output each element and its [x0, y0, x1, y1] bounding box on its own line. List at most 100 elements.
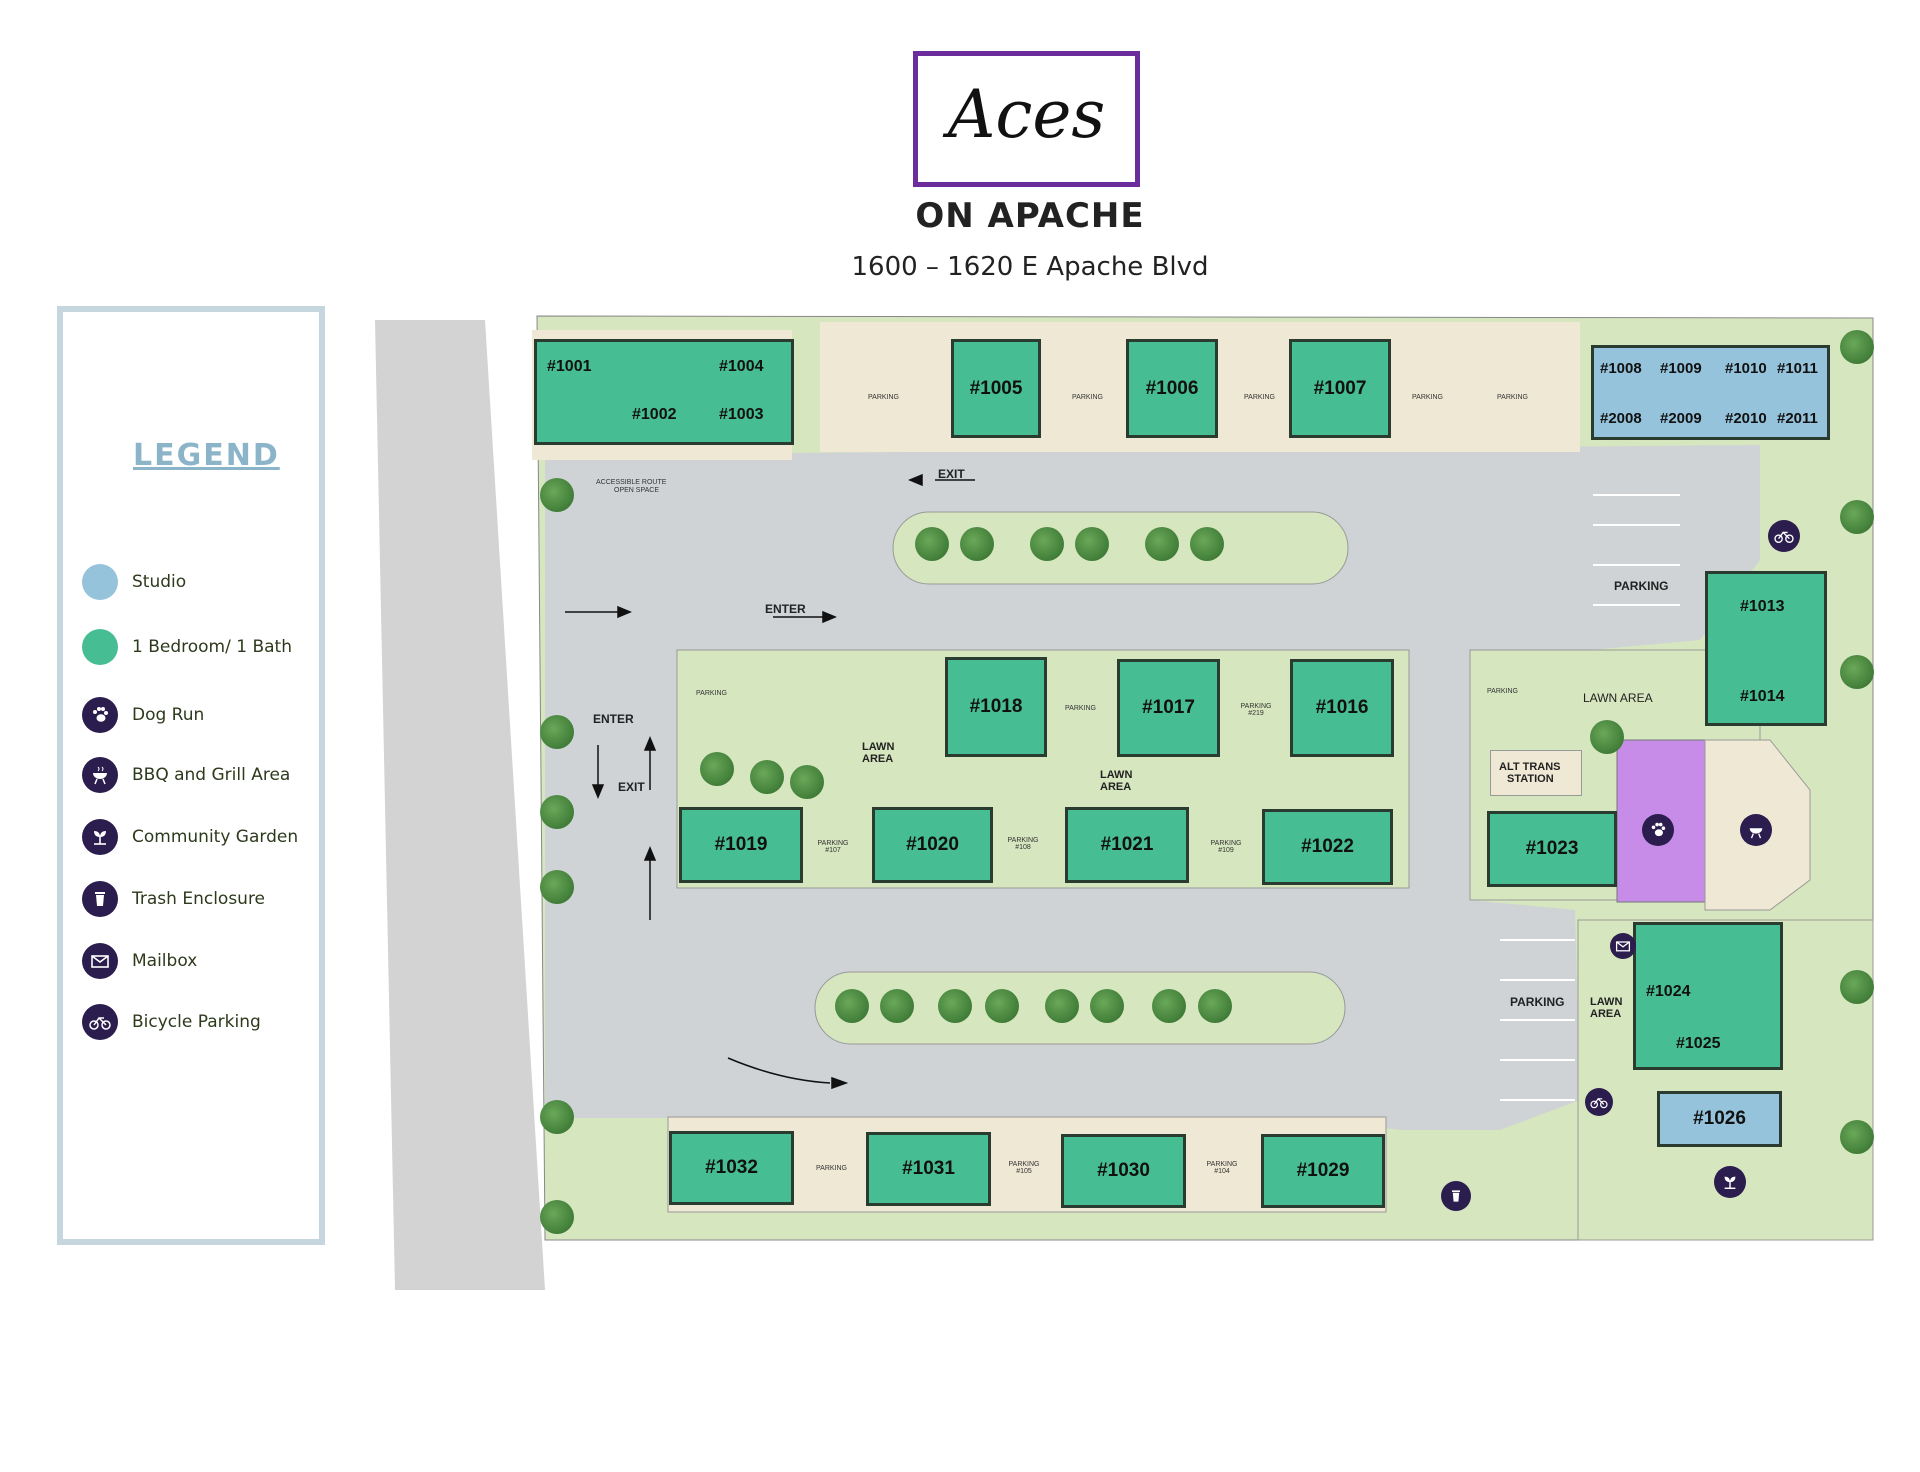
tree: [880, 989, 914, 1023]
tree: [540, 715, 574, 749]
lawn-label: LAWN: [1100, 769, 1133, 781]
tree: [790, 765, 824, 799]
unit-1030[interactable]: #1030: [1061, 1134, 1186, 1208]
unit-1002-label: #1002: [632, 406, 677, 423]
tree: [1590, 720, 1624, 754]
tree: [700, 752, 734, 786]
tree: [915, 527, 949, 561]
parking-108-label: PARKING #108: [1007, 837, 1039, 851]
tree: [1030, 527, 1064, 561]
logo: Aces: [913, 51, 1140, 187]
tree: [540, 478, 574, 512]
accessible-route-label-2: OPEN SPACE: [614, 487, 659, 494]
tree: [540, 795, 574, 829]
tree: [1190, 527, 1224, 561]
unit-1006-label: #1006: [1145, 377, 1199, 399]
unit-1017[interactable]: #1017: [1117, 659, 1220, 757]
street: [375, 320, 545, 1290]
unit-1013-label: #1013: [1740, 598, 1785, 615]
legend-item-garden: Community Garden: [82, 819, 298, 855]
tree: [1840, 500, 1874, 534]
unit-1016[interactable]: #1016: [1290, 659, 1394, 757]
unit-1019-label: #1019: [714, 834, 768, 855]
address: 1600 – 1620 E Apache Blvd: [851, 252, 1209, 282]
parking-label: PARKING: [1487, 688, 1518, 695]
exit-label: EXIT: [618, 780, 645, 794]
unit-1001-label: #1001: [547, 358, 592, 375]
parking-label: PARKING: [816, 1165, 847, 1172]
unit-1004-label: #1004: [719, 358, 764, 375]
building-1024-1025[interactable]: #1024 #1025: [1633, 922, 1783, 1070]
parking-label: PARKING: [1412, 394, 1443, 401]
unit-1006[interactable]: #1006: [1126, 339, 1218, 438]
unit-1005[interactable]: #1005: [951, 339, 1041, 438]
tree: [1145, 527, 1179, 561]
unit-1031[interactable]: #1031: [866, 1132, 991, 1206]
parking-label: PARKING: [1510, 995, 1565, 1009]
alt-trans-label-2: STATION: [1507, 773, 1554, 785]
unit-1030-label: #1030: [1097, 1160, 1150, 1181]
unit-1017-label: #1017: [1142, 697, 1195, 718]
legend-item-trash: Trash Enclosure: [82, 881, 265, 917]
legend-label: Studio: [132, 572, 187, 592]
lawn-area-label: LAWN AREA: [1583, 691, 1653, 705]
tree: [1840, 330, 1874, 364]
enter-label: ENTER: [593, 712, 634, 726]
tree: [1840, 1120, 1874, 1154]
parking-label: PARKING: [1072, 394, 1103, 401]
tree: [1090, 989, 1124, 1023]
parking-label: PARKING: [1614, 579, 1669, 593]
unit-1020[interactable]: #1020: [872, 807, 993, 883]
tree: [1198, 989, 1232, 1023]
tree: [835, 989, 869, 1023]
trash-icon: [82, 881, 118, 917]
unit-2009-label: #2009: [1660, 410, 1702, 427]
unit-1011-label: #1011: [1777, 360, 1818, 377]
legend-item-dog-run: Dog Run: [82, 697, 204, 733]
unit-1023[interactable]: #1023: [1487, 811, 1617, 887]
lawn-label: LAWN: [1590, 996, 1623, 1008]
unit-1026[interactable]: #1026: [1657, 1091, 1782, 1147]
unit-1022[interactable]: #1022: [1262, 809, 1393, 885]
parking-label: PARKING: [868, 394, 899, 401]
unit-1023-label: #1023: [1525, 838, 1579, 859]
unit-1014-label: #1014: [1740, 688, 1785, 705]
unit-2011-label: #2011: [1777, 410, 1818, 427]
parking-label: PARKING: [696, 690, 727, 697]
unit-1021[interactable]: #1021: [1065, 807, 1189, 883]
unit-1031-label: #1031: [902, 1158, 955, 1179]
building-1008-2011[interactable]: #1008 #1009 #1010 #1011 #2008 #2009 #201…: [1591, 345, 1830, 440]
trash-icon: [1441, 1181, 1471, 1211]
unit-1029[interactable]: #1029: [1261, 1134, 1385, 1208]
building-1001-1004[interactable]: #1001 #1004 #1002 #1003: [534, 339, 794, 445]
area-label: AREA: [1590, 1008, 1622, 1020]
unit-1010-label: #1010: [1725, 360, 1767, 377]
legend-item-bbq: BBQ and Grill Area: [82, 757, 290, 793]
parking-105-label: PARKING #105: [1008, 1161, 1040, 1175]
unit-1016-label: #1016: [1315, 697, 1369, 718]
unit-1007[interactable]: #1007: [1289, 339, 1391, 438]
unit-2008-label: #2008: [1600, 410, 1642, 427]
legend-label: 1 Bedroom/ 1 Bath: [132, 637, 292, 657]
grill-icon: [82, 757, 118, 793]
legend-label: Mailbox: [132, 951, 198, 971]
enter-label: ENTER: [765, 602, 806, 616]
parking-104-label: PARKING #104: [1206, 1161, 1238, 1175]
unit-1018[interactable]: #1018: [945, 657, 1047, 757]
tree: [1840, 655, 1874, 689]
tree: [985, 989, 1019, 1023]
logo-text: Aces: [947, 76, 1106, 153]
unit-1029-label: #1029: [1296, 1160, 1350, 1181]
unit-1019[interactable]: #1019: [679, 807, 803, 883]
unit-1032[interactable]: #1032: [669, 1131, 794, 1205]
paw-icon: [82, 697, 118, 733]
one-bedroom-swatch-icon: [82, 629, 118, 665]
tree: [540, 1100, 574, 1134]
subtitle: ON APACHE: [915, 196, 1145, 236]
building-1013-1014[interactable]: #1013 #1014: [1705, 571, 1827, 726]
envelope-icon: [1610, 933, 1636, 959]
unit-1018-label: #1018: [969, 696, 1023, 717]
area-label: AREA: [1100, 781, 1132, 793]
accessible-route-label-1: ACCESSIBLE ROUTE: [596, 479, 667, 486]
sprout-icon: [1714, 1166, 1746, 1198]
